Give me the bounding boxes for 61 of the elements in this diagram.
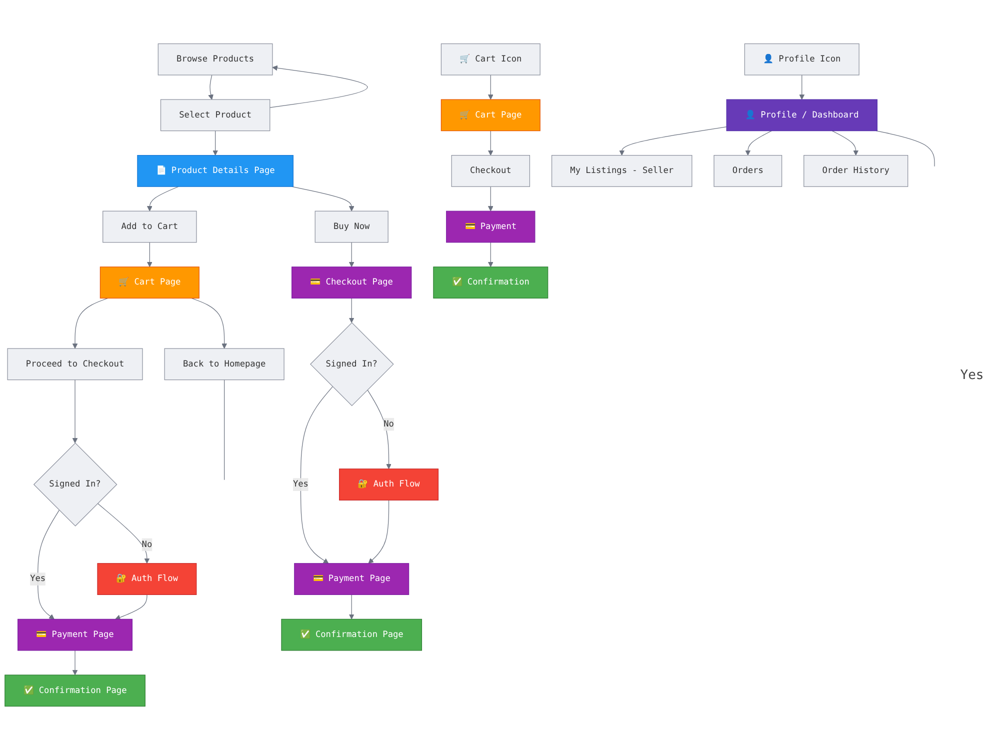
node-box: Buy Now [314,210,388,243]
node-box: Orders [714,155,782,187]
node-box: Browse Products [158,43,273,76]
node-box: 💳 Payment [446,210,536,243]
arrow [619,126,727,156]
node-box: 💳 Payment Page [18,618,133,651]
arrow [270,65,368,108]
node-box: Back to Homepage [164,348,284,380]
connector [876,130,935,167]
node-box: 🔐 Auth Flow [339,468,439,500]
node-box: Checkout [451,155,530,187]
edge-label: No [384,419,394,429]
edge-label: Yes [292,479,308,490]
arrow [72,650,78,676]
node-box: 🛒 Cart Icon [440,43,540,76]
node-box: Order History [804,155,908,187]
arrow [38,510,60,620]
node-box: 💳 Payment Page [294,563,410,595]
node-box: ✅ Confirmation Page [4,674,146,707]
arrow [348,298,354,323]
arrow [72,380,78,444]
node-box: Add to Cart [102,210,197,243]
arrow [291,186,354,212]
arrow [799,74,805,100]
connector [224,380,225,480]
arrow [208,74,214,100]
arrow [212,130,218,156]
arrow [488,186,494,212]
arrow [348,242,354,268]
node-box: 👤 Profile / Dashboard [726,99,878,132]
arrow [115,594,148,620]
arrow [97,503,150,564]
arrow [300,386,333,564]
arrow [745,130,772,156]
arrow [146,186,179,212]
edge-label: No [142,539,152,550]
node-diamond: Signed In? [33,442,118,526]
label-text: Yes [959,366,985,384]
node-box: 🛒 Cart Page [440,99,540,132]
arrow [488,74,494,100]
arrow [368,500,390,564]
node-box: Select Product [160,99,270,132]
arrow [832,130,859,156]
node-box: 💳 Checkout Page [292,266,412,298]
node-box: ✅ Confirmation Page [281,618,422,651]
node-box: My Listings - Seller [551,155,692,187]
arrow [191,298,227,349]
arrow [348,594,354,620]
node-diamond: Signed In? [310,322,394,406]
arrow [488,130,494,156]
arrow [367,390,392,470]
node-box: 👤 Profile Icon [744,43,860,76]
node-box: 📄 Product Details Page [137,155,294,187]
node-box: 🛒 Cart Page [100,266,200,298]
node-box: Proceed to Checkout [7,348,143,380]
arrow [488,242,494,268]
arrow [72,298,108,349]
node-box: 🔐 Auth Flow [97,563,197,595]
arrow [146,242,152,268]
edge-label: Yes [30,574,46,584]
node-box: ✅ Confirmation [433,266,548,298]
